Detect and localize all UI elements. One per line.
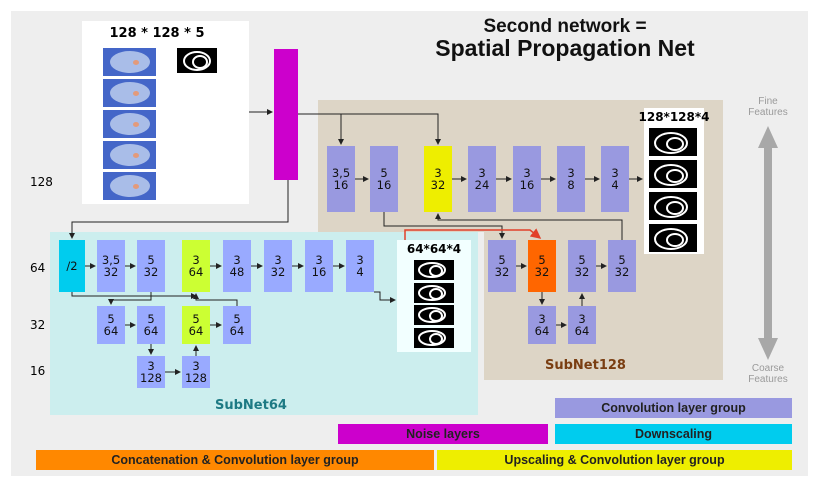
legend-up: Upscaling & Convolution layer group [437, 450, 792, 470]
legend-concat: Concatenation & Convolution layer group [36, 450, 434, 470]
scale-label-128: 128 [30, 175, 53, 189]
legend-conv: Convolution layer group [555, 398, 792, 418]
input-panel: 128 * 128 * 5 [82, 21, 249, 204]
output-mask-image [649, 128, 697, 156]
segmentation-mask-image [177, 48, 217, 73]
subnet128-output-label: 128*128*4 [638, 110, 710, 124]
scale-label-32: 32 [30, 318, 46, 332]
subnet128-name: SubNet128 [545, 358, 626, 373]
subnet64-name: SubNet64 [215, 398, 287, 413]
fine-features-label: Fine Features [748, 96, 788, 118]
subnet64-output-panel: 64*64*4 [397, 240, 471, 352]
input-size-label: 128 * 128 * 5 [109, 26, 205, 41]
scale-label-64: 64 [30, 261, 46, 275]
output-mask-image [649, 160, 697, 188]
scale-label-16: 16 [30, 364, 46, 378]
output-mask-image [414, 328, 454, 348]
downscale-block: /2 [59, 240, 85, 292]
output-mask-image [649, 224, 697, 252]
subnet128-region-lower [484, 232, 723, 380]
mri-slice-image [103, 48, 156, 76]
mri-slice-image [103, 110, 156, 138]
mri-slice-image [103, 141, 156, 169]
title-line1: Second network = [483, 16, 647, 37]
legend-down: Downscaling [555, 424, 792, 444]
noise-layer [274, 49, 298, 180]
output-mask-image [414, 305, 454, 325]
coarse-features-label: Coarse Features [748, 363, 788, 385]
title-line2: Spatial Propagation Net [435, 35, 695, 61]
mri-slice-image [103, 79, 156, 107]
subnet64-output-label: 64*64*4 [406, 242, 462, 256]
mri-slice-image [103, 172, 156, 200]
legend-noise: Noise layers [338, 424, 548, 444]
output-mask-image [414, 283, 454, 303]
output-mask-image [649, 192, 697, 220]
subnet128-output-panel: 128*128*4 [639, 108, 710, 254]
output-mask-image [414, 260, 454, 280]
